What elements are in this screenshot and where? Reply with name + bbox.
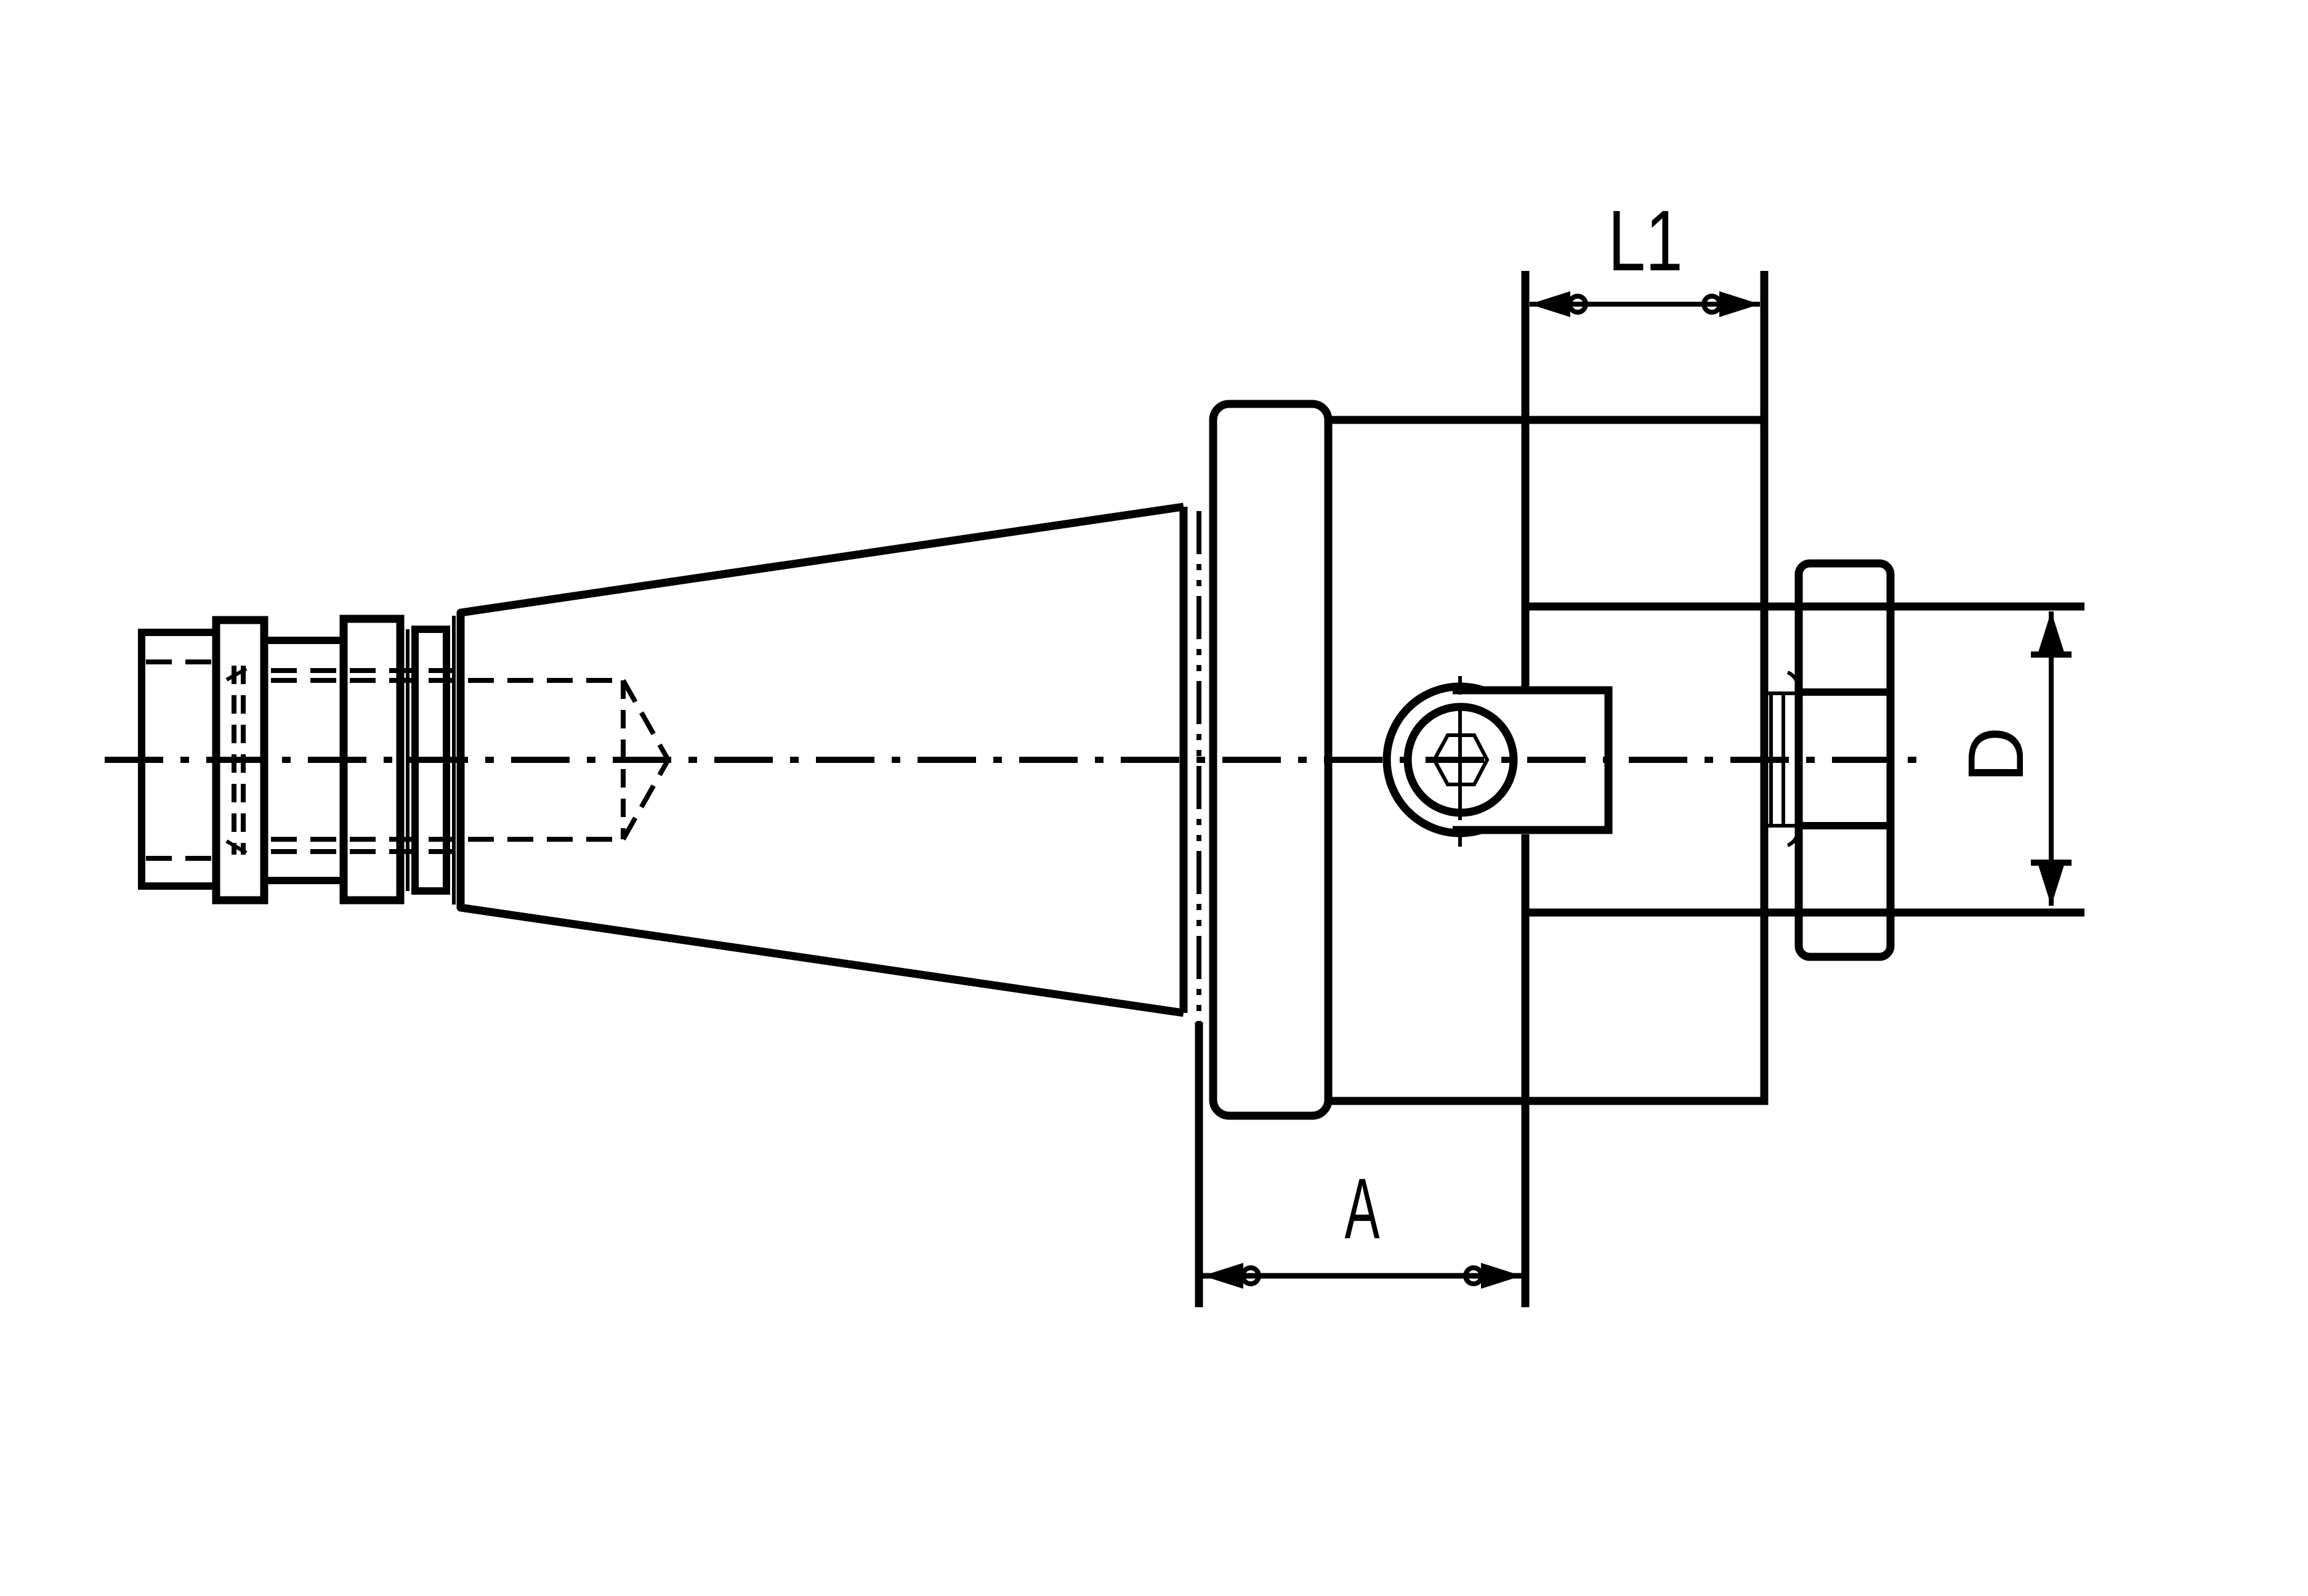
svg-text:A: A <box>1345 1160 1380 1257</box>
svg-text:L1: L1 <box>1608 192 1682 289</box>
svg-text:D: D <box>1951 727 2040 783</box>
